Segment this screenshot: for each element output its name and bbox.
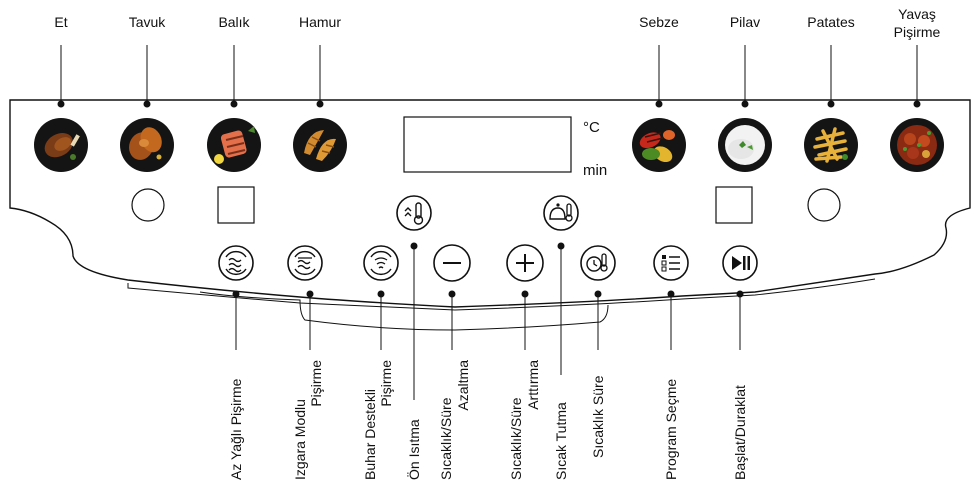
minus-icon[interactable] (433, 244, 471, 282)
program-select-icon[interactable] (653, 245, 689, 281)
label-on-isitma: Ön Isıtma (405, 419, 422, 480)
steam-cooking-icon[interactable] (363, 245, 399, 281)
top-leader-dots (57, 100, 921, 108)
label-pilav: Pilav (730, 14, 760, 30)
label-az-yagli: Az Yağlı Pişirme (228, 378, 244, 480)
label-yavas-line1: Yavaş (898, 6, 936, 22)
bottom-leaders (235, 246, 741, 400)
preheat-icon[interactable] (396, 195, 432, 231)
temp-time-icon[interactable] (580, 245, 616, 281)
label-patates: Patates (807, 14, 854, 30)
label-buhar-line1: Buhar Destekli (362, 389, 378, 480)
label-buhar-line2: Pişirme (378, 360, 394, 407)
label-hamur: Hamur (299, 14, 341, 30)
display-unit-temp: °C (583, 119, 600, 136)
label-tavuk: Tavuk (129, 14, 167, 30)
label-sicaklik-sure: Sıcaklık Süre (590, 375, 606, 458)
label-et: Et (54, 14, 67, 30)
plus-icon[interactable] (506, 244, 544, 282)
rice-icon[interactable] (718, 118, 772, 172)
label-sicak-tutma: Sıcak Tutma (553, 402, 569, 480)
chicken-leg-icon[interactable] (34, 118, 88, 172)
low-oil-cooking-icon[interactable] (218, 245, 254, 281)
label-azaltma-line1: Sıcaklık/Süre (438, 397, 454, 480)
indicator-circle-right (807, 188, 841, 222)
salmon-icon[interactable] (207, 118, 261, 172)
grilled-vegetables-icon[interactable] (632, 118, 686, 172)
label-balik: Balık (218, 14, 250, 30)
play-pause-icon[interactable] (722, 245, 758, 281)
label-program-secme: Program Seçme (663, 379, 679, 480)
label-sebze: Sebze (639, 14, 679, 30)
label-izgara-line1: Izgara Modlu (292, 399, 308, 480)
roast-chicken-icon[interactable] (120, 118, 174, 172)
label-azaltma-line2: Azaltma (455, 360, 471, 411)
keep-warm-icon[interactable] (543, 195, 579, 231)
bottom-leader-dots (232, 242, 744, 298)
grill-mode-icon[interactable] (287, 245, 323, 281)
label-arttirma-line2: Arttırma (525, 360, 541, 410)
indicator-circle-left (131, 188, 165, 222)
display-unit-time: min (583, 162, 607, 179)
fries-icon[interactable] (804, 118, 858, 172)
label-baslat: Başlat/Duraklat (732, 385, 748, 480)
panel-inner-edge (127, 278, 876, 311)
label-yavas-line2: Pişirme (894, 24, 941, 40)
croissant-icon[interactable] (293, 118, 347, 172)
stew-icon[interactable] (890, 118, 944, 172)
label-izgara-line2: Pişirme (308, 360, 324, 407)
indicator-square-right (715, 186, 753, 224)
display-screen (403, 116, 572, 173)
label-arttirma-line1: Sıcaklık/Süre (508, 397, 524, 480)
panel-bulge-edge (199, 291, 609, 331)
top-leaders (60, 45, 918, 104)
indicator-square-left (217, 186, 255, 224)
